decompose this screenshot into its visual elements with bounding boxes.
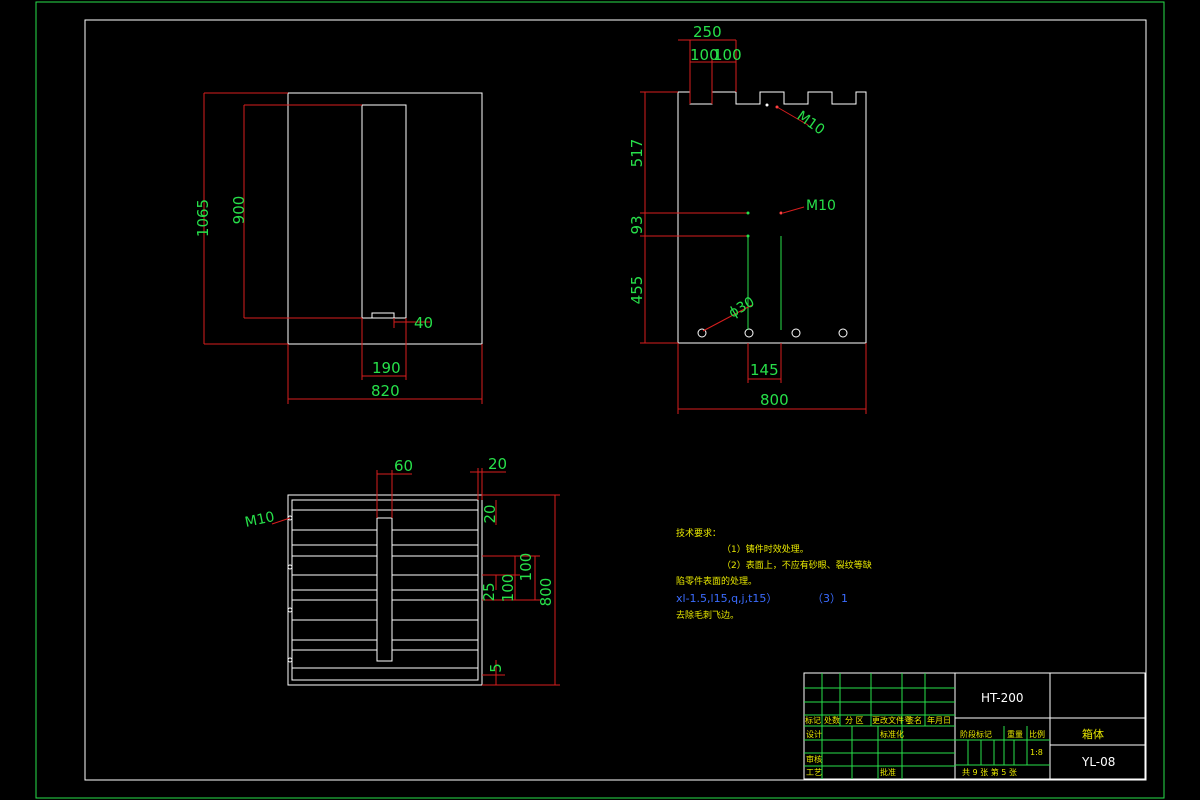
front-view-slot bbox=[361, 104, 407, 319]
top-view: M10 60 20 20 100 100 25 800 5 bbox=[244, 455, 560, 686]
notes-line-3: 陷零件表面的处理。 bbox=[676, 575, 757, 587]
title-block-text: HT-200 箱体 YL-08 1:8 共 9 张 第 5 张 标记 处数 分 … bbox=[805, 691, 1115, 777]
side-view-outline bbox=[677, 91, 867, 344]
inner-frame bbox=[84, 19, 1147, 781]
dim-1065: 1065 bbox=[194, 199, 212, 237]
tb-header-review: 审核 bbox=[806, 754, 822, 764]
dim-190: 190 bbox=[372, 359, 401, 377]
tb-header-docno: 更改文件号 bbox=[872, 715, 912, 725]
dim-800-side: 800 bbox=[760, 391, 789, 409]
dim-20-top: 20 bbox=[488, 455, 507, 473]
dim-100-a: 100 bbox=[690, 46, 719, 64]
dim-800-top: 800 bbox=[537, 578, 555, 607]
tb-header-date: 年月日 bbox=[927, 715, 951, 725]
front-view: 1065 900 40 190 820 bbox=[194, 92, 483, 404]
tb-header-zone: 分 区 bbox=[845, 716, 864, 725]
dim-40: 40 bbox=[414, 314, 433, 332]
part-name: 箱体 bbox=[1082, 727, 1104, 741]
top-view-outline bbox=[287, 494, 483, 686]
dim-820: 820 bbox=[371, 382, 400, 400]
dim-100-b: 100 bbox=[713, 46, 742, 64]
dim-455: 455 bbox=[628, 276, 646, 305]
outer-frame bbox=[35, 1, 1165, 799]
tb-header-ratio: 比例 bbox=[1029, 729, 1045, 739]
dim-100-top-b: 100 bbox=[499, 574, 517, 603]
notes-title: 技术要求： bbox=[676, 527, 721, 539]
scale: 1:8 bbox=[1030, 748, 1043, 757]
tb-header-count: 处数 bbox=[824, 715, 840, 725]
tb-header-weight: 重量 bbox=[1007, 729, 1023, 739]
bolt-hole bbox=[838, 328, 848, 338]
dim-60: 60 bbox=[394, 457, 413, 475]
notes-line-5: 去除毛刺飞边。 bbox=[676, 609, 739, 621]
thread-m10-top: M10 bbox=[794, 108, 828, 138]
front-view-outline bbox=[287, 92, 483, 345]
thread-m10-mid: M10 bbox=[806, 198, 836, 214]
bolt-hole bbox=[791, 328, 801, 338]
notes-line-4b: （3）1 bbox=[812, 592, 848, 605]
tb-header-approve: 批准 bbox=[880, 767, 896, 777]
dim-145: 145 bbox=[750, 361, 779, 379]
hole-dia-30: ϕ30 bbox=[726, 294, 757, 321]
tb-header-mark: 标记 bbox=[805, 715, 821, 725]
dim-250: 250 bbox=[693, 23, 722, 41]
tb-header-design: 设计 bbox=[806, 729, 822, 739]
notes-line-4: xl-1.5,l15,q,j,t15） bbox=[676, 592, 777, 605]
front-view-notch bbox=[371, 312, 395, 319]
dim-100-top-a: 100 bbox=[517, 553, 535, 582]
notes-line-1: （1）铸件时效处理。 bbox=[722, 543, 809, 555]
technical-notes: 技术要求： （1）铸件时效处理。 （2）表面上，不应有砂眼、裂纹等缺 陷零件表面… bbox=[676, 527, 872, 621]
sheets: 共 9 张 第 5 张 bbox=[962, 767, 1017, 777]
dim-93: 93 bbox=[628, 215, 646, 234]
top-view-rib bbox=[376, 517, 393, 662]
title-block bbox=[803, 672, 1146, 780]
material: HT-200 bbox=[981, 691, 1024, 705]
tb-header-std: 标准化 bbox=[880, 729, 904, 739]
side-view: 250 100 100 517 93 455 M10 M10 ϕ30 145 8… bbox=[628, 23, 867, 414]
dim-900: 900 bbox=[230, 196, 248, 225]
bolt-hole bbox=[744, 328, 754, 338]
dim-20-side: 20 bbox=[481, 504, 499, 523]
drawing-no: YL-08 bbox=[1081, 755, 1115, 769]
bolt-hole bbox=[697, 328, 707, 338]
dim-517: 517 bbox=[628, 139, 646, 168]
dim-25: 25 bbox=[480, 582, 498, 601]
tb-header-stage: 阶段标记 bbox=[960, 729, 992, 739]
notes-line-2: （2）表面上，不应有砂眼、裂纹等缺 bbox=[722, 559, 872, 571]
tb-header-sign: 签名 bbox=[906, 715, 922, 725]
top-thread-m10: M10 bbox=[244, 509, 277, 531]
tb-header-process: 工艺 bbox=[806, 768, 822, 777]
dim-5: 5 bbox=[487, 663, 505, 673]
